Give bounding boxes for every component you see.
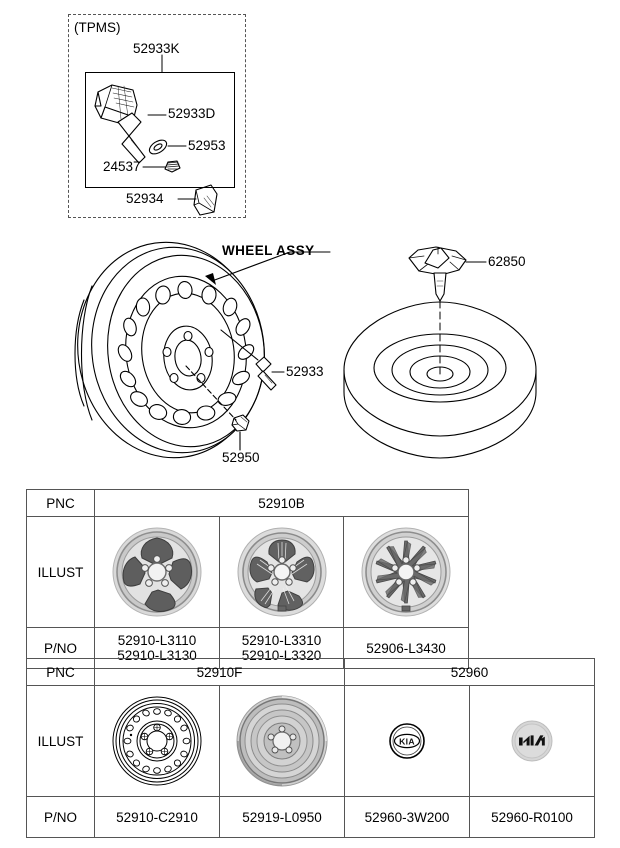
steel-wheel-line-art-icon <box>112 696 202 786</box>
tpms-assembly-box <box>85 72 235 188</box>
callout-52953: 52953 <box>188 138 226 153</box>
illust-cell-kia-cap-old: KIA <box>344 685 471 797</box>
callout-52934: 52934 <box>126 191 164 206</box>
valve-cap-art <box>193 184 218 216</box>
table-row: ILLUST <box>26 685 596 797</box>
table-row: P/NO 52910-C2910 52919-L0950 52960-3W200… <box>26 796 596 838</box>
tpms-leaders <box>142 54 197 200</box>
lower-pnc-value-52910F: 52910F <box>93 658 346 686</box>
upper-pnc-value: 52910B <box>93 489 470 517</box>
row-label-pnc: PNC <box>26 658 95 686</box>
parts-table-upper: PNC 52910B ILLUST <box>26 489 470 669</box>
pno-cell: 52960-3W200 <box>344 796 471 838</box>
tpms-sensor-art <box>94 84 146 164</box>
pno-line: 52910-L3110 <box>117 633 197 648</box>
illust-cell-alloy-5-spoke <box>94 516 220 628</box>
wheel-assy-art <box>74 241 265 459</box>
table-row: ILLUST <box>26 516 470 628</box>
tpms-group-label: (TPMS) <box>74 20 121 35</box>
pno-cell: 52910-C2910 <box>94 796 220 838</box>
nut-24537-art <box>164 160 181 173</box>
callout-wheel-assy: WHEEL ASSY <box>222 243 315 258</box>
pno-cell: 52910-L3310 52910-L3320 <box>219 627 344 669</box>
steel-wheel-shaded-icon <box>236 695 328 787</box>
callout-52933: 52933 <box>286 364 324 379</box>
illust-cell-kia-cap-new <box>469 685 596 797</box>
wheel-nut-art <box>231 414 250 432</box>
callout-24537: 24537 <box>103 159 141 174</box>
table-row: PNC 52910B <box>26 489 470 517</box>
svg-text:KIA: KIA <box>399 736 415 746</box>
callout-52933K: 52933K <box>133 41 180 56</box>
illust-cell-alloy-multi-spoke <box>342 516 470 628</box>
alloy-wheel-5-spoke-split-icon <box>237 527 326 617</box>
spare-clamp-art <box>408 246 487 375</box>
row-label-pnc: PNC <box>26 489 95 517</box>
row-label-illust: ILLUST <box>26 516 95 628</box>
parts-table-lower: PNC 52910F 52960 ILLUST <box>26 658 596 838</box>
table-row: PNC 52910F 52960 <box>26 658 596 686</box>
illust-cell-steel-wheel-line <box>94 685 220 797</box>
illust-cell-alloy-5-spoke-split <box>219 516 344 628</box>
kia-cap-new-logo-icon <box>511 720 553 762</box>
alloy-wheel-multi-spoke-icon <box>361 527 451 617</box>
callout-52933D: 52933D <box>168 106 216 121</box>
pno-cell: 52919-L0950 <box>218 796 346 838</box>
pno-line: 52910-L3310 <box>241 633 322 648</box>
callout-52950: 52950 <box>222 450 260 465</box>
illust-cell-steel-wheel-shaded <box>218 685 346 797</box>
row-label-illust: ILLUST <box>26 685 95 797</box>
grommet-art <box>148 139 168 155</box>
wheel-bolt-art <box>255 356 277 391</box>
tpms-group-boundary <box>68 14 246 218</box>
pno-cell: 52960-R0100 <box>469 796 596 838</box>
kia-cap-old-logo-icon: KIA <box>389 723 425 759</box>
row-label-pno: P/NO <box>26 796 95 838</box>
callout-62850: 62850 <box>488 254 526 269</box>
lower-pnc-value-52960: 52960 <box>344 658 596 686</box>
alloy-wheel-5-spoke-icon <box>112 527 202 617</box>
wheel-leaders <box>185 251 331 451</box>
